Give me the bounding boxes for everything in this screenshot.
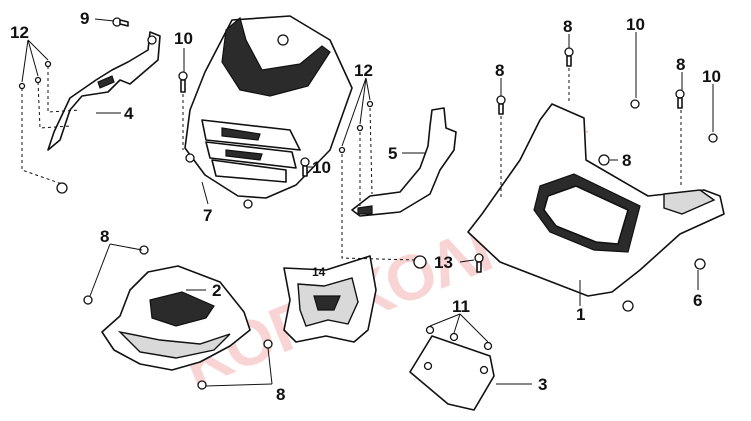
under-cover-part-2 xyxy=(83,245,273,390)
front-cover-part-7 xyxy=(184,15,353,209)
fastener-screws xyxy=(18,17,685,273)
callout-4: 4 xyxy=(124,104,134,123)
callout-labels: 1 2 3 4 5 6 7 8 8 8 8 8 8 9 10 10 10 10 … xyxy=(10,9,721,404)
bracket-part-4 xyxy=(47,31,161,194)
callout-8-upper-mid: 8 xyxy=(563,17,572,36)
callout-10-near-7: 10 xyxy=(312,158,331,177)
callout-1: 1 xyxy=(576,305,585,324)
callout-2: 2 xyxy=(212,281,221,300)
callout-7: 7 xyxy=(203,206,212,225)
callout-6: 6 xyxy=(693,291,702,310)
callout-9: 9 xyxy=(80,9,89,28)
bracket-part-5 xyxy=(351,107,457,269)
callout-12-center: 12 xyxy=(354,61,373,80)
callout-14: 14 xyxy=(312,265,326,279)
callout-3: 3 xyxy=(538,375,547,394)
callout-10-right: 10 xyxy=(702,67,721,86)
callout-13: 13 xyxy=(434,253,453,272)
callout-8-right: 8 xyxy=(676,55,685,74)
callout-8-lower-right: 8 xyxy=(276,385,285,404)
callout-8-lower-left: 8 xyxy=(100,227,109,246)
leader-lines xyxy=(21,18,714,387)
callout-8-near-1: 8 xyxy=(622,151,631,170)
plate-part-3 xyxy=(409,325,495,411)
callout-11: 11 xyxy=(452,297,470,316)
callout-10-upper-right: 10 xyxy=(626,15,645,34)
callout-12-left: 12 xyxy=(10,23,29,42)
mat-part-14 xyxy=(283,255,377,343)
callout-10-center-left: 10 xyxy=(174,29,193,48)
callout-8-left-mid: 8 xyxy=(495,61,504,80)
floor-board-part-1 xyxy=(467,99,725,312)
callout-5: 5 xyxy=(388,144,397,163)
